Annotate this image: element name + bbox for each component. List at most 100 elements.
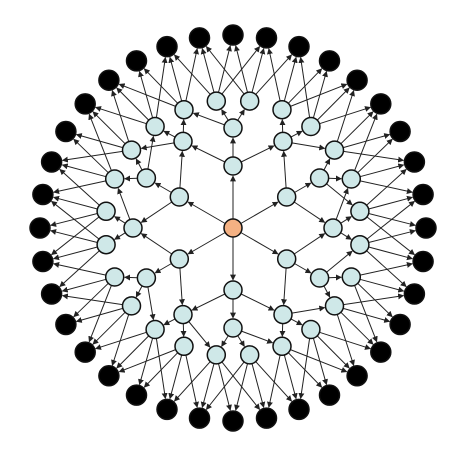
leaf-ring-node-1 — [255, 27, 278, 49]
edge-middle-outer-11-20 — [140, 142, 175, 151]
edge-outer-leaf-2-5 — [319, 106, 371, 125]
edge-outer-leaf-5-8 — [368, 195, 413, 210]
outer-light-ring-node-16 — [104, 267, 125, 287]
leaf-ring-node-16 — [288, 398, 310, 421]
edge-outer-leaf-22-32 — [118, 83, 176, 107]
edge-outer-leaf-23-0 — [218, 45, 232, 93]
outer-light-ring-node-23 — [206, 91, 227, 111]
edge-outer-leaf-16-26 — [53, 262, 107, 276]
leaf-ring-node-32 — [98, 69, 120, 91]
edge-outer-leaf-8-11 — [343, 293, 405, 306]
edge-outer-leaf-15-23 — [92, 311, 126, 345]
outer-light-ring-node-7 — [341, 267, 362, 287]
edges-layer — [50, 45, 416, 411]
edge-outer-leaf-2-3 — [312, 70, 328, 118]
edge-outer-leaf-4-7 — [359, 163, 405, 178]
edge-outer-leaf-15-22 — [111, 314, 130, 366]
inner-ring-node-3 — [223, 280, 243, 300]
leaf-ring-node-18 — [222, 410, 244, 432]
outer-light-ring-node-11 — [239, 345, 260, 365]
edge-middle-outer-0-22 — [192, 112, 225, 126]
outer-light-ring-node-10 — [272, 336, 292, 357]
edge-inner-middle-0-11 — [191, 145, 226, 163]
edge-outer-leaf-3-7 — [343, 150, 405, 163]
edge-outer-leaf-1-2 — [283, 56, 298, 102]
edge-root-inner-2 — [240, 232, 279, 255]
middle-ring-node-3 — [323, 218, 343, 238]
edge-inner-middle-3-7 — [191, 293, 226, 311]
edge-inner-middle-5-9 — [140, 201, 173, 223]
outer-light-ring-node-2 — [301, 116, 321, 137]
edge-inner-middle-2-3 — [293, 233, 326, 255]
edge-outer-leaf-18-27 — [50, 213, 98, 227]
edge-outer-leaf-19-31 — [88, 113, 112, 171]
edge-outer-leaf-3-5 — [340, 111, 374, 145]
edge-middle-outer-1-2 — [290, 130, 303, 138]
edge-inner-middle-2-5 — [281, 267, 288, 306]
edge-outer-leaf-6-9 — [368, 229, 416, 243]
edge-outer-leaf-9-16 — [298, 338, 311, 400]
leaf-ring-node-17 — [255, 407, 278, 429]
edge-outer-leaf-20-29 — [61, 150, 123, 163]
edge-middle-outer-4-8 — [323, 285, 331, 298]
edge-outer-leaf-10-15 — [287, 352, 323, 388]
leaf-ring-node-30 — [55, 120, 77, 143]
edge-middle-outer-10-21 — [147, 135, 156, 170]
outer-light-ring-node-3 — [324, 140, 345, 160]
edge-outer-leaf-12-18 — [218, 363, 232, 411]
leaf-ring-node-25 — [40, 283, 63, 305]
edge-outer-leaf-18-29 — [59, 168, 100, 206]
edge-middle-outer-3-4 — [335, 187, 349, 220]
middle-ring-node-2 — [309, 168, 330, 188]
leaf-ring-node-7 — [403, 151, 426, 173]
outer-light-ring-node-12 — [206, 345, 227, 365]
middle-ring-node-4 — [309, 268, 330, 288]
edge-inner-middle-4-9 — [140, 233, 173, 255]
edge-outer-leaf-11-19 — [205, 361, 245, 410]
edge-outer-leaf-9-14 — [316, 335, 350, 369]
edge-inner-middle-4-8 — [154, 263, 172, 274]
middle-ring-node-7 — [173, 304, 193, 325]
middle-ring-node-0 — [223, 118, 243, 138]
edge-middle-outer-3-5 — [340, 216, 352, 224]
edge-middle-outer-8-15 — [135, 285, 143, 298]
outer-light-ring-node-17 — [96, 234, 116, 255]
edge-outer-leaf-6-10 — [368, 246, 413, 261]
inner-ring-node-4 — [169, 249, 190, 269]
outer-light-ring-node-14 — [145, 319, 165, 340]
outer-light-ring-node-18 — [96, 201, 116, 222]
edge-outer-leaf-15-25 — [61, 293, 123, 306]
edge-outer-leaf-1-4 — [290, 83, 348, 107]
edge-outer-leaf-1-1 — [267, 48, 281, 102]
edge-outer-leaf-14-22 — [116, 335, 150, 369]
edge-root-inner-5 — [187, 201, 226, 224]
leaf-ring-node-20 — [156, 398, 178, 421]
edge-middle-outer-5-8 — [291, 305, 326, 314]
edge-outer-leaf-7-11 — [359, 278, 405, 293]
outer-light-ring-node-0 — [239, 91, 260, 111]
edge-outer-leaf-8-12 — [343, 307, 391, 323]
edge-inner-middle-5-11 — [178, 150, 185, 189]
edge-outer-leaf-5-7 — [366, 168, 407, 206]
leaf-ring-node-23 — [74, 341, 96, 363]
inner-ring-node-1 — [276, 187, 297, 207]
edge-middle-outer-3-6 — [340, 232, 352, 240]
leaf-ring-node-9 — [415, 217, 437, 239]
edge-inner-middle-1-1 — [281, 150, 288, 189]
leaf-ring-node-34 — [156, 35, 178, 58]
edge-inner-middle-2-4 — [294, 263, 312, 274]
edge-outer-leaf-14-23 — [95, 331, 147, 350]
edge-root-inner-4 — [187, 232, 226, 255]
leaf-ring-node-11 — [403, 283, 426, 305]
edge-outer-leaf-4-5 — [354, 113, 378, 171]
outer-light-ring-node-15 — [121, 296, 142, 316]
edge-middle-outer-11-21 — [163, 130, 176, 138]
leaf-ring-node-12 — [389, 313, 411, 336]
edge-outer-leaf-2-4 — [316, 87, 350, 121]
outer-light-ring-node-1 — [272, 99, 292, 120]
edge-outer-leaf-8-14 — [336, 314, 355, 366]
edge-outer-leaf-13-22 — [118, 349, 176, 373]
outer-light-ring-node-22 — [174, 99, 194, 120]
edge-outer-leaf-16-25 — [61, 278, 107, 293]
edge-outer-leaf-6-11 — [366, 250, 407, 288]
